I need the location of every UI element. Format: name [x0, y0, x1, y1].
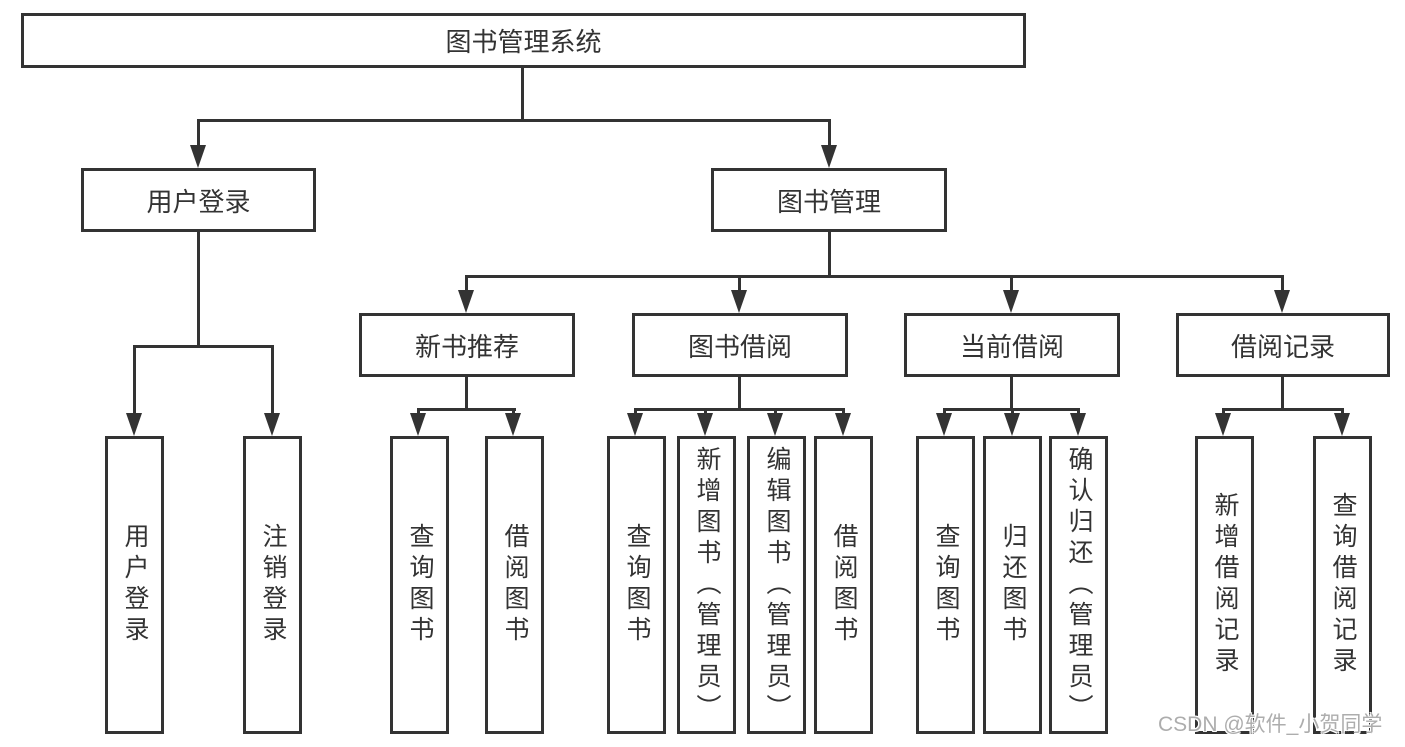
node-book-borrow-label: 图书借阅	[687, 331, 792, 362]
node-book-management: 图书管理	[711, 168, 947, 232]
arrowhead-current-search	[936, 413, 952, 436]
connector-stem-leaf-logout	[271, 345, 274, 417]
connector-user-login-bar	[133, 345, 274, 348]
arrowhead-new-book-recommend	[458, 290, 474, 313]
connector-book-borrow-trunk	[738, 377, 741, 411]
arrowhead-return-books	[1004, 413, 1020, 436]
connector-stem-borrow-records	[1281, 275, 1284, 296]
connector-stem-new-book-recommend	[465, 275, 468, 296]
connector-stem-recommend-borrow	[512, 408, 515, 417]
arrowhead-recommend-borrow	[505, 413, 521, 436]
node-library-system: 图书管理系统	[21, 13, 1026, 68]
leaf-add-books-admin-label: 新增图书（管理员）	[693, 445, 721, 725]
leaf-search-borrow-record-label: 查询借阅记录	[1329, 492, 1357, 678]
leaf-current-search-books: 查询图书	[916, 436, 975, 734]
leaf-add-books-admin: 新增图书（管理员）	[677, 436, 736, 734]
connector-book-management-trunk	[828, 232, 831, 278]
leaf-recommend-borrow-books-label: 借阅图书	[501, 523, 529, 647]
leaf-confirm-return-admin-label: 确认归还（管理员）	[1065, 445, 1093, 725]
connector-stem-return-books	[1011, 408, 1014, 417]
node-book-borrow: 图书借阅	[632, 313, 848, 377]
connector-recommend-bar	[417, 408, 516, 411]
leaf-borrow-books-label: 借阅图书	[830, 523, 858, 647]
connector-stem-book-borrow	[738, 275, 741, 296]
arrowhead-book-management	[821, 145, 837, 168]
connector-root-bar	[197, 119, 830, 122]
connector-root-trunk	[521, 68, 524, 120]
connector-stem-edit-books	[774, 408, 777, 417]
connector-stem-book-management	[828, 119, 831, 150]
connector-book-management-bar	[465, 275, 1284, 278]
leaf-return-books: 归还图书	[983, 436, 1042, 734]
connector-user-login-trunk	[197, 232, 200, 347]
arrowhead-borrow-books	[835, 413, 851, 436]
leaf-confirm-return-admin: 确认归还（管理员）	[1049, 436, 1108, 734]
connector-stem-current-search	[943, 408, 946, 417]
leaf-user-login: 用户登录	[105, 436, 164, 734]
leaf-add-borrow-record: 新增借阅记录	[1195, 436, 1254, 734]
connector-stem-recommend-search	[417, 408, 420, 417]
arrowhead-recommend-search	[410, 413, 426, 436]
connector-stem-add-record	[1222, 408, 1225, 417]
node-current-borrow-label: 当前借阅	[959, 331, 1064, 362]
connector-stem-search-record	[1341, 408, 1344, 417]
connector-borrow-records-bar	[1222, 408, 1343, 411]
node-library-system-label: 图书管理系统	[445, 27, 602, 57]
leaf-edit-books-admin: 编辑图书（管理员）	[747, 436, 806, 734]
arrowhead-add-record	[1215, 413, 1231, 436]
arrowhead-add-books	[697, 413, 713, 436]
leaf-logout: 注销登录	[243, 436, 302, 734]
leaf-edit-books-admin-label: 编辑图书（管理员）	[763, 445, 791, 725]
arrowhead-borrow-records	[1274, 290, 1290, 313]
connector-stem-current-borrow	[1010, 275, 1013, 296]
node-borrow-records: 借阅记录	[1176, 313, 1390, 377]
leaf-return-books-label: 归还图书	[999, 523, 1027, 647]
leaf-borrow-search-books-label: 查询图书	[623, 523, 651, 647]
arrowhead-book-borrow	[731, 290, 747, 313]
arrowhead-edit-books	[767, 413, 783, 436]
leaf-logout-label: 注销登录	[259, 523, 287, 647]
arrowhead-leaf-logout	[264, 413, 280, 436]
node-book-management-label: 图书管理	[776, 186, 881, 217]
node-user-login: 用户登录	[81, 168, 316, 232]
arrowhead-search-record	[1334, 413, 1350, 436]
arrowhead-user-login	[190, 145, 206, 168]
arrowhead-confirm-return	[1070, 413, 1086, 436]
leaf-add-borrow-record-label: 新增借阅记录	[1211, 492, 1239, 678]
connector-stem-add-books	[704, 408, 707, 417]
connector-stem-leaf-user-login	[133, 345, 136, 417]
connector-recommend-trunk	[465, 377, 468, 411]
connector-stem-confirm-return	[1077, 408, 1080, 417]
node-new-book-recommend: 新书推荐	[359, 313, 575, 377]
arrowhead-borrow-search	[627, 413, 643, 436]
leaf-recommend-search-books-label: 查询图书	[406, 523, 434, 647]
arrowhead-leaf-user-login	[126, 413, 142, 436]
leaf-borrow-books: 借阅图书	[814, 436, 873, 734]
connector-current-borrow-trunk	[1010, 377, 1013, 411]
connector-stem-borrow-books	[842, 408, 845, 417]
leaf-search-borrow-record: 查询借阅记录	[1313, 436, 1372, 734]
connector-stem-borrow-search	[634, 408, 637, 417]
node-user-login-label: 用户登录	[146, 186, 251, 217]
leaf-current-search-books-label: 查询图书	[932, 523, 960, 647]
node-borrow-records-label: 借阅记录	[1230, 331, 1335, 362]
leaf-recommend-search-books: 查询图书	[390, 436, 449, 734]
connector-stem-user-login	[197, 119, 200, 150]
leaf-borrow-search-books: 查询图书	[607, 436, 666, 734]
arrowhead-current-borrow	[1003, 290, 1019, 313]
connector-borrow-records-trunk	[1281, 377, 1284, 411]
csdn-watermark: CSDN @软件_小贺同学	[1158, 713, 1383, 736]
node-current-borrow: 当前借阅	[904, 313, 1120, 377]
leaf-recommend-borrow-books: 借阅图书	[485, 436, 544, 734]
leaf-user-login-label: 用户登录	[121, 523, 149, 647]
node-new-book-recommend-label: 新书推荐	[414, 331, 519, 362]
connector-book-borrow-bar	[634, 408, 845, 411]
